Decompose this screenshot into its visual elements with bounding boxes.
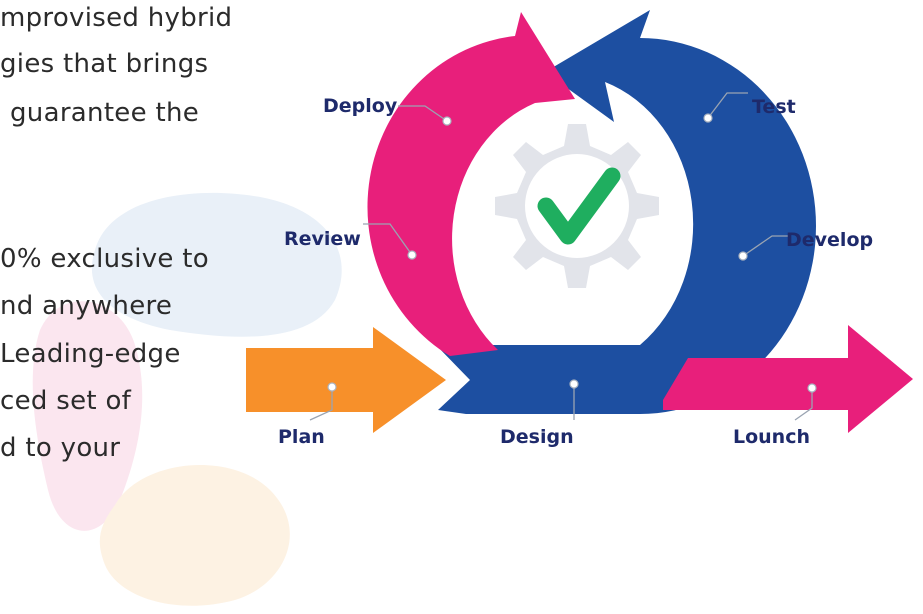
leader-lines [309, 92, 813, 421]
plan-arrow [246, 327, 446, 433]
deploy-dot [442, 116, 452, 126]
stage-label-develop: Develop [786, 229, 874, 251]
stage-label-design: Design [500, 426, 574, 448]
peach-blob [99, 464, 290, 606]
blue-blob [91, 192, 342, 337]
checkmark-icon [537, 167, 621, 245]
test-dot [703, 113, 713, 123]
review-dot [407, 250, 417, 260]
launch-arrow [663, 325, 913, 433]
stage-label-plan: Plan [278, 426, 325, 448]
text-line: Leading-edge [0, 339, 181, 369]
design-dot [569, 379, 579, 389]
pink-blob [32, 301, 143, 531]
stage-label-test: Test [752, 96, 796, 118]
magenta-cycle-arrow [367, 12, 575, 356]
text-line: ced set of [0, 386, 132, 416]
stage-label-launch: Lounch [733, 426, 811, 448]
stage-label-review: Review [284, 228, 361, 250]
text-line: 0% exclusive to [0, 244, 209, 274]
text-line: mprovised hybrid [0, 3, 233, 33]
blue-cycle-arrow [436, 10, 816, 414]
plan-dot [327, 382, 337, 392]
text-line: guarantee the [10, 98, 200, 128]
text-line: nd anywhere [0, 291, 173, 321]
text-line: d to your [0, 433, 121, 463]
text-line: gies that brings [0, 49, 209, 79]
stage-label-deploy: Deploy [323, 95, 398, 117]
launch-dot [807, 383, 817, 393]
stage-dots [327, 113, 817, 393]
develop-dot [738, 251, 748, 261]
